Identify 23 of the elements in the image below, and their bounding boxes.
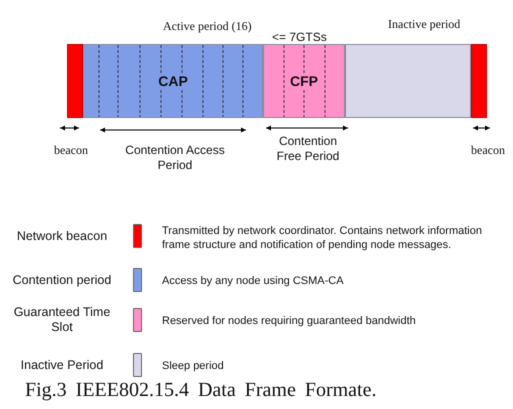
legend-label: Guaranteed Time Slot xyxy=(12,305,112,335)
cfp-segment xyxy=(263,44,345,118)
legend-label: Contention period xyxy=(12,272,112,288)
legend-label: Inactive Period xyxy=(20,358,104,372)
beacon-label: beacon xyxy=(471,143,505,158)
period-label: Contention Free Period xyxy=(276,134,340,164)
legend-label: Network beacon xyxy=(16,228,108,244)
legend-description: Transmitted by network coordinator. Contains network information frame structure and notification of pending node messages. xyxy=(162,224,483,252)
period-label: Inactive period xyxy=(388,17,460,32)
legend-description: Sleep period xyxy=(162,359,224,374)
beacon-bar xyxy=(471,44,487,118)
period-label: Contention Access Period xyxy=(124,143,226,173)
segment-label: CAP xyxy=(156,73,190,89)
legend-description: Reserved for nodes requiring guaranteed bandwidth xyxy=(162,314,416,329)
figure-caption: Fig.3 IEEE802.15.4 Data Frame Formate. xyxy=(25,378,376,402)
beacon-bar xyxy=(67,44,83,118)
gts-label: <= 7GTSs xyxy=(272,30,327,45)
period-label: Active period (16) xyxy=(163,19,252,34)
beacon-label: beacon xyxy=(54,143,88,158)
cap-segment xyxy=(83,44,263,118)
legend-description: Access by any node using CSMA-CA xyxy=(162,274,344,289)
inactive-segment xyxy=(345,44,471,118)
segment-label: CFP xyxy=(288,73,320,89)
